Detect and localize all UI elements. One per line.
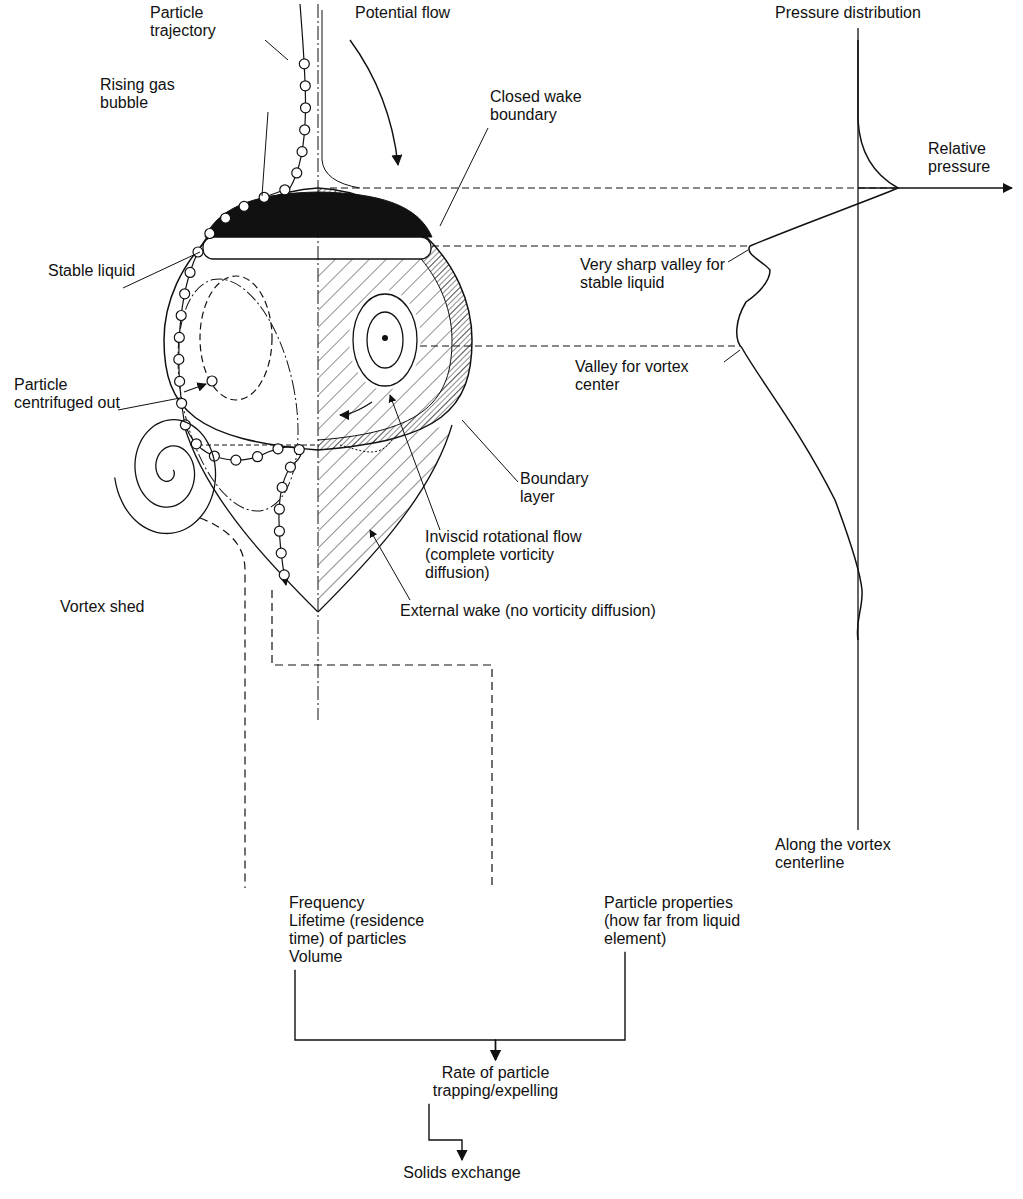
annotation-label: Along the vortex centerline [775, 836, 955, 872]
step-text: Particle properties (how far from liquid… [604, 894, 769, 948]
particle [174, 354, 184, 364]
flow-step: FrequencyLifetime (residence time) of pa… [285, 892, 468, 968]
particle [294, 445, 304, 455]
external-wake-edge [318, 425, 452, 612]
shed-vortex [115, 420, 216, 534]
pressure-axis [857, 28, 858, 830]
external-wake-hatch [318, 425, 452, 610]
annotation-label: Closed wake boundary [490, 88, 610, 124]
particle [259, 192, 269, 202]
annotation-label: Vortex shed [60, 598, 150, 616]
vortex-streamline [367, 312, 403, 368]
particle [175, 376, 185, 386]
particle [300, 125, 310, 135]
particle [292, 168, 302, 178]
particle [297, 147, 307, 157]
particle [299, 59, 309, 69]
annotation-label: Potential flow [355, 4, 455, 22]
left-vortex [200, 276, 272, 400]
particle [185, 267, 195, 277]
annotation-label: Stable liquid [48, 262, 138, 280]
external-wake-edge [184, 425, 318, 612]
particle [176, 311, 186, 321]
annotation-label: Rising gas bubble [100, 76, 210, 112]
particle [252, 452, 262, 462]
particle [301, 103, 311, 113]
particle [174, 332, 184, 342]
flow-step: Solids exchange [395, 1162, 529, 1184]
pressure-curve [737, 40, 898, 640]
step-text: Volume [289, 948, 464, 966]
step-text: Solids exchange [399, 1164, 525, 1182]
annotation-label: Inviscid rotational flow (complete vorti… [425, 528, 595, 582]
stable-liquid [203, 237, 431, 259]
annotation-label: Particle trajectory [150, 4, 260, 40]
flow-connector [295, 970, 496, 1060]
particle-trajectory [179, 4, 306, 585]
vortex-streamline [353, 294, 417, 386]
flow-step: Particle properties (how far from liquid… [600, 892, 773, 950]
particle [279, 570, 289, 580]
centerline [318, 4, 319, 720]
particle [300, 81, 310, 91]
flow-connector [496, 952, 626, 1060]
annotation-label: Valley for vortex center [575, 358, 735, 394]
annotation-label: Pressure distribution [775, 4, 975, 22]
flow-step: Rate of particle trapping/expelling [404, 1062, 587, 1102]
flow-connector [429, 1104, 462, 1160]
annotation-label: External wake (no vorticity diffusion) [400, 602, 690, 620]
particle [277, 482, 287, 492]
particle [193, 247, 203, 257]
particle [221, 213, 231, 223]
particle [274, 504, 284, 514]
potential-flow-arrow [350, 40, 398, 165]
step-text: Frequency [289, 894, 464, 912]
step-text: Rate of particle trapping/expelling [408, 1064, 583, 1100]
particle [231, 455, 241, 465]
particle [274, 526, 284, 536]
particle [239, 201, 249, 211]
annotation-label: Particle centrifuged out [14, 376, 124, 412]
annotation-label: Relative pressure [928, 140, 1018, 176]
step-text: Lifetime (residence time) of particles [289, 912, 464, 948]
particle [280, 185, 290, 195]
annotation-label: Boundary layer [520, 470, 620, 506]
particle [273, 444, 283, 454]
annotation-label: Very sharp valley for stable liquid [580, 256, 760, 292]
particle [177, 398, 187, 408]
particle [205, 228, 215, 238]
particle [276, 548, 286, 558]
particle [180, 289, 190, 299]
particle [285, 462, 295, 472]
particle [191, 439, 201, 449]
